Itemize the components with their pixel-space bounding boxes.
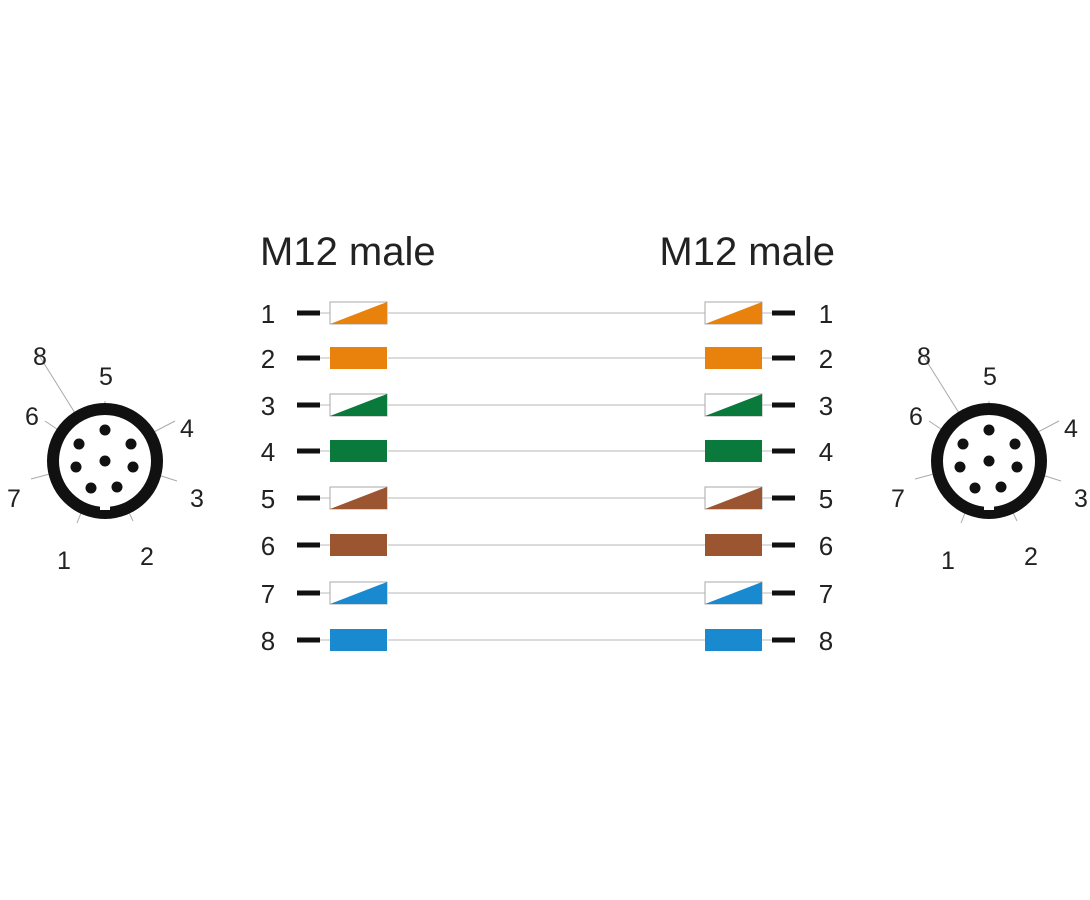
left-pin-dash bbox=[297, 310, 320, 316]
left-pin-number: 3 bbox=[261, 391, 275, 421]
right-connector-title: M12 male bbox=[659, 230, 835, 274]
left-connector-title: M12 male bbox=[260, 230, 436, 274]
right-pin-number: 5 bbox=[819, 484, 833, 514]
left-wire-color-box bbox=[330, 347, 387, 369]
left-pin-number: 5 bbox=[261, 484, 275, 514]
right-wire-stripe bbox=[705, 487, 762, 509]
left-pin-dash bbox=[297, 495, 320, 501]
pin-2-contact bbox=[111, 481, 123, 493]
pin-5-contact bbox=[99, 424, 111, 436]
pin-label-4: 4 bbox=[1064, 415, 1078, 443]
pin-label-7: 7 bbox=[7, 485, 21, 513]
coding-notch bbox=[984, 504, 994, 510]
pin-6-contact bbox=[73, 438, 85, 450]
left-pin-dash bbox=[297, 590, 320, 596]
pin-label-2: 2 bbox=[1024, 543, 1038, 571]
right-pin-number: 2 bbox=[819, 344, 833, 374]
right-wire-stripe bbox=[705, 394, 762, 416]
pin-label-5: 5 bbox=[983, 363, 997, 391]
left-pin-dash bbox=[297, 542, 320, 548]
pin-8-contact bbox=[99, 455, 111, 467]
pin-1-contact bbox=[85, 482, 97, 494]
left-pin-number: 4 bbox=[261, 437, 275, 467]
right-pin-number: 7 bbox=[819, 579, 833, 609]
pin-6-contact bbox=[957, 438, 969, 450]
left-wire-stripe bbox=[330, 582, 387, 604]
right-wire-color-box bbox=[705, 629, 762, 651]
pin-label-2: 2 bbox=[140, 543, 154, 571]
right-pin-number: 4 bbox=[819, 437, 833, 467]
pin-4-contact bbox=[125, 438, 137, 450]
pin-7-contact bbox=[70, 461, 82, 473]
left-pin-number: 6 bbox=[261, 531, 275, 561]
pin-label-6: 6 bbox=[909, 403, 923, 431]
right-wire-color-box bbox=[705, 347, 762, 369]
left-wire-stripe bbox=[330, 394, 387, 416]
right-wire-color-box bbox=[705, 534, 762, 556]
pin-label-4: 4 bbox=[180, 415, 194, 443]
left-pin-dash bbox=[297, 355, 320, 361]
pin-label-3: 3 bbox=[1074, 485, 1088, 513]
right-pin-dash bbox=[772, 355, 795, 361]
left-wire-stripe bbox=[330, 302, 387, 324]
pin-label-1: 1 bbox=[941, 547, 955, 575]
pin-label-8: 8 bbox=[917, 343, 931, 371]
left-pin-number: 7 bbox=[261, 579, 275, 609]
right-connector-face: 1 2 3 4 5 6 7 8 bbox=[891, 343, 1088, 575]
pin-7-contact bbox=[954, 461, 966, 473]
pin-label-5: 5 bbox=[99, 363, 113, 391]
pin-label-6: 6 bbox=[25, 403, 39, 431]
right-wire-stripe bbox=[705, 302, 762, 324]
left-wire-color-box bbox=[330, 440, 387, 462]
right-pin-dash bbox=[772, 402, 795, 408]
right-pin-number: 1 bbox=[819, 299, 833, 329]
right-pin-dash bbox=[772, 310, 795, 316]
right-wire-color-box bbox=[705, 440, 762, 462]
pin-label-8: 8 bbox=[33, 343, 47, 371]
pin-4-contact bbox=[1009, 438, 1021, 450]
pin-3-contact bbox=[127, 461, 139, 473]
left-connector-face: 1 2 3 4 5 6 7 8 bbox=[7, 343, 204, 575]
pin-label-3: 3 bbox=[190, 485, 204, 513]
pin-label-7: 7 bbox=[891, 485, 905, 513]
left-pin-number: 2 bbox=[261, 344, 275, 374]
pin-8-contact bbox=[983, 455, 995, 467]
left-wire-color-box bbox=[330, 534, 387, 556]
right-pin-number: 8 bbox=[819, 626, 833, 656]
pin-3-contact bbox=[1011, 461, 1023, 473]
pin-5-contact bbox=[983, 424, 995, 436]
pin-1-contact bbox=[969, 482, 981, 494]
right-pin-dash bbox=[772, 590, 795, 596]
left-pin-number: 1 bbox=[261, 299, 275, 329]
pin-2-contact bbox=[995, 481, 1007, 493]
left-pin-dash bbox=[297, 637, 320, 643]
coding-notch bbox=[100, 504, 110, 510]
left-pin-dash bbox=[297, 448, 320, 454]
left-wire-stripe bbox=[330, 487, 387, 509]
left-wire-color-box bbox=[330, 629, 387, 651]
left-pin-dash bbox=[297, 402, 320, 408]
right-wire-stripe bbox=[705, 582, 762, 604]
right-pin-dash bbox=[772, 542, 795, 548]
right-pin-number: 3 bbox=[819, 391, 833, 421]
right-pin-dash bbox=[772, 448, 795, 454]
pin-label-1: 1 bbox=[57, 547, 71, 575]
right-pin-dash bbox=[772, 637, 795, 643]
right-pin-dash bbox=[772, 495, 795, 501]
right-pin-number: 6 bbox=[819, 531, 833, 561]
left-pin-number: 8 bbox=[261, 626, 275, 656]
